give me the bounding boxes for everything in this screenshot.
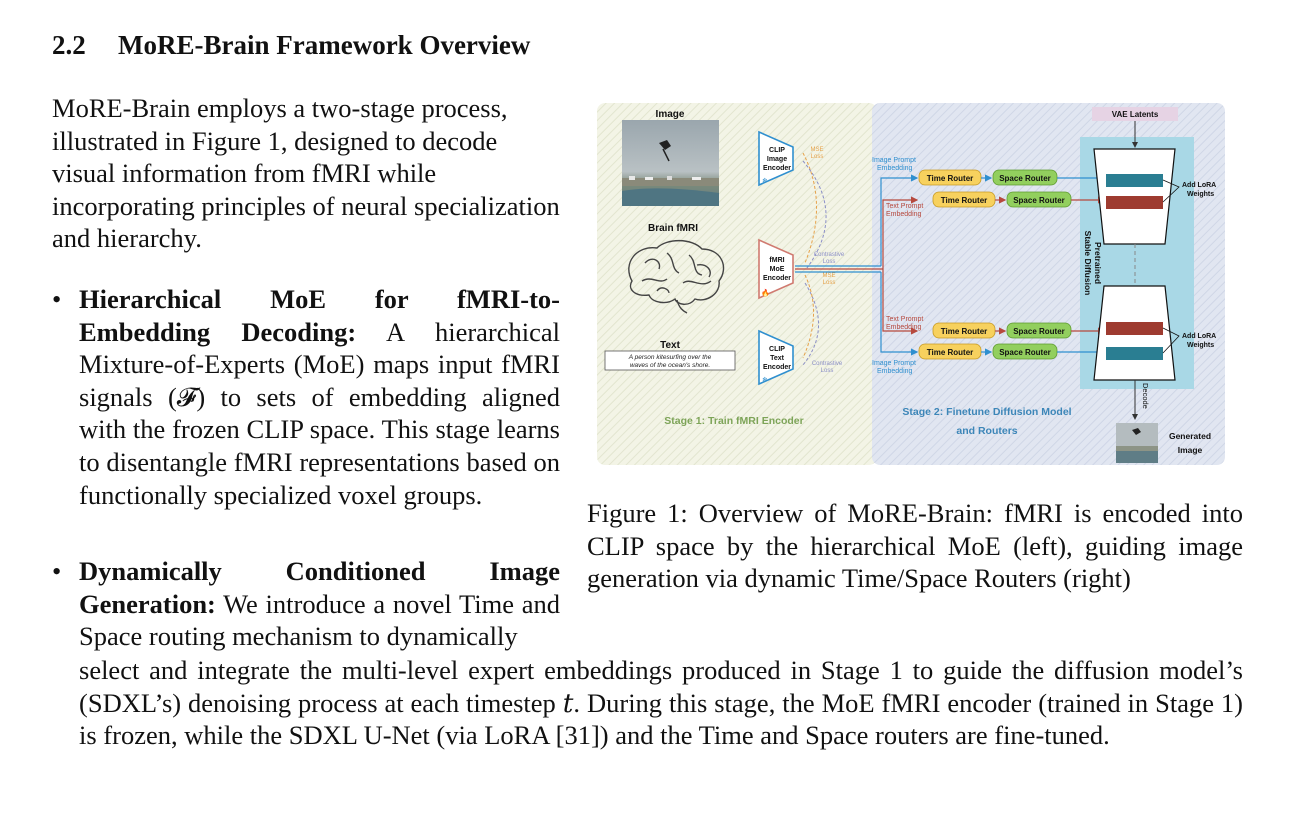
- generated-image: [1116, 423, 1158, 463]
- text-prompt-label-top-1: Text Prompt: [886, 203, 923, 210]
- bullet-text: A hierarchical Mixture-of-Experts (MoE) …: [79, 316, 560, 510]
- vae-latents-box: [1092, 107, 1178, 121]
- bullet-item-1: • Hierarchical MoE for fMRI-to-Embedding…: [52, 283, 560, 511]
- lora-layer-red-bottom: [1106, 322, 1163, 335]
- router-row-4: Time Router Space Router: [918, 343, 1106, 360]
- bullet-marker: •: [52, 556, 62, 586]
- text-caption-line-2: waves of the ocean's shore.: [630, 362, 711, 369]
- text-caption-box: [604, 350, 736, 371]
- image-prompt-label-bottom-1: Image Prompt: [872, 360, 916, 367]
- mse-loss-top-2: Loss: [811, 154, 824, 160]
- contrastive-loss-mid-1: Contrastive: [814, 252, 845, 258]
- clip-text-encoder-line-2: Text: [770, 355, 785, 362]
- space-router-label: Space Router: [1013, 196, 1065, 205]
- add-lora-bottom-1: Add LoRA: [1182, 333, 1216, 340]
- section-number: 2.2: [52, 30, 86, 60]
- generated-label-2: Image: [1178, 445, 1203, 455]
- text-prompt-label-top-2: Embedding: [886, 211, 922, 218]
- contrastive-loss-bottom-1: Contrastive: [812, 361, 843, 367]
- fmri-encoder-line-3: Encoder: [763, 275, 791, 282]
- brain-label: Brain fMRI: [648, 223, 698, 234]
- add-lora-top-1: Add LoRA: [1182, 182, 1216, 189]
- pretrained-sd-line-1: Pretrained: [1093, 242, 1103, 284]
- pretrained-sd-line-2: Stable Diffusion: [1083, 231, 1093, 296]
- generated-label-1: Generated: [1169, 431, 1211, 441]
- clip-image-encoder-line-3: Encoder: [763, 165, 791, 172]
- section-heading: 2.2 MoRE-Brain Framework Overview: [52, 30, 530, 61]
- fmri-moe-encoder: [758, 238, 794, 300]
- time-router-label: Time Router: [927, 174, 974, 183]
- lora-layer-teal-top: [1106, 174, 1163, 187]
- contrastive-loss-arc-top: [802, 160, 827, 269]
- contrastive-loss-mid-2: Loss: [823, 259, 836, 265]
- add-lora-top-2: Weights: [1187, 191, 1214, 198]
- section-title: MoRE-Brain Framework Overview: [118, 30, 531, 60]
- flame-icon: 🔥: [761, 288, 770, 297]
- fmri-encoder-line-2: MoE: [770, 266, 785, 273]
- snowflake-icon: ❄: [762, 376, 768, 384]
- router-row-3: Time Router Space Router: [932, 322, 1106, 339]
- stage2-label-line-1: Stage 2: Finetune Diffusion Model: [902, 406, 1071, 418]
- space-router-label: Space Router: [999, 348, 1051, 357]
- router-row-1: Time Router Space Router: [918, 169, 1106, 186]
- input-image: [622, 120, 719, 206]
- stage1-label: Stage 1: Train fMRI Encoder: [664, 415, 803, 427]
- clip-text-encoder-line-3: Encoder: [763, 364, 791, 371]
- image-prompt-label-bottom-2: Embedding: [877, 368, 913, 375]
- image-prompt-label-top-2: Embedding: [877, 165, 913, 172]
- text-label: Text: [660, 340, 680, 351]
- text-caption-line-1: A person kitesurfing over the: [628, 354, 712, 361]
- figure-caption: Figure 1: Overview of MoRE-Brain: fMRI i…: [587, 498, 1243, 594]
- bullet-marker: •: [52, 284, 62, 314]
- lora-layer-teal-bottom: [1106, 347, 1163, 360]
- bullet-item-2: • Dynamically Conditioned Image Generati…: [52, 555, 560, 653]
- decode-label: Decode: [1141, 383, 1150, 409]
- contrastive-loss-bottom-2: Loss: [821, 368, 834, 374]
- router-row-2: Time Router Space Router: [932, 191, 1106, 208]
- mse-loss-arc-bottom: [802, 274, 814, 359]
- figure-diagram: Image Brain fMRI Text A person kitesurfi…: [597, 103, 1225, 465]
- stage2-label-line-2: and Routers: [956, 425, 1017, 437]
- clip-text-encoder: [758, 329, 794, 386]
- space-router-label: Space Router: [999, 174, 1051, 183]
- vae-latents-label: VAE Latents: [1112, 110, 1159, 119]
- time-router-label: Time Router: [941, 327, 988, 336]
- intro-paragraph: MoRE-Brain employs a two-stage process, …: [52, 93, 560, 254]
- add-lora-bottom-2: Weights: [1187, 342, 1214, 349]
- space-router-label: Space Router: [1013, 327, 1065, 336]
- clip-image-encoder-line-2: Image: [767, 156, 787, 163]
- bullet-title: Hierarchical MoE for fMRI-to-Embedding D…: [79, 284, 560, 347]
- bullet-text: We introduce a novel Time and Space rout…: [79, 588, 560, 652]
- mse-loss-mid-1: MSE: [822, 273, 835, 279]
- fmri-encoder-line-1: fMRI: [769, 257, 784, 264]
- clip-image-encoder: [758, 130, 794, 187]
- text-prompt-label-bottom-1: Text Prompt: [886, 316, 923, 323]
- contrastive-loss-arc-bottom: [802, 282, 819, 366]
- snowflake-icon: ❄: [762, 177, 768, 185]
- time-router-label: Time Router: [941, 196, 988, 205]
- mse-loss-mid-2: Loss: [823, 280, 836, 286]
- image-prompt-label-top-1: Image Prompt: [872, 157, 916, 164]
- bullet-continuation: select and integrate the multi-level exp…: [79, 655, 1243, 751]
- lora-layer-red-top: [1106, 196, 1163, 209]
- time-router-label: Time Router: [927, 348, 974, 357]
- clip-text-encoder-line-1: CLIP: [769, 346, 785, 353]
- brain-icon: [628, 239, 725, 314]
- mse-loss-top-1: MSE: [810, 147, 823, 153]
- bullet-title: Dynamically Conditioned Image Generation…: [79, 556, 560, 619]
- clip-image-encoder-line-1: CLIP: [769, 147, 785, 154]
- mse-loss-arc: [802, 152, 817, 264]
- text-prompt-label-bottom-2: Embedding: [886, 324, 922, 331]
- image-label: Image: [656, 109, 685, 120]
